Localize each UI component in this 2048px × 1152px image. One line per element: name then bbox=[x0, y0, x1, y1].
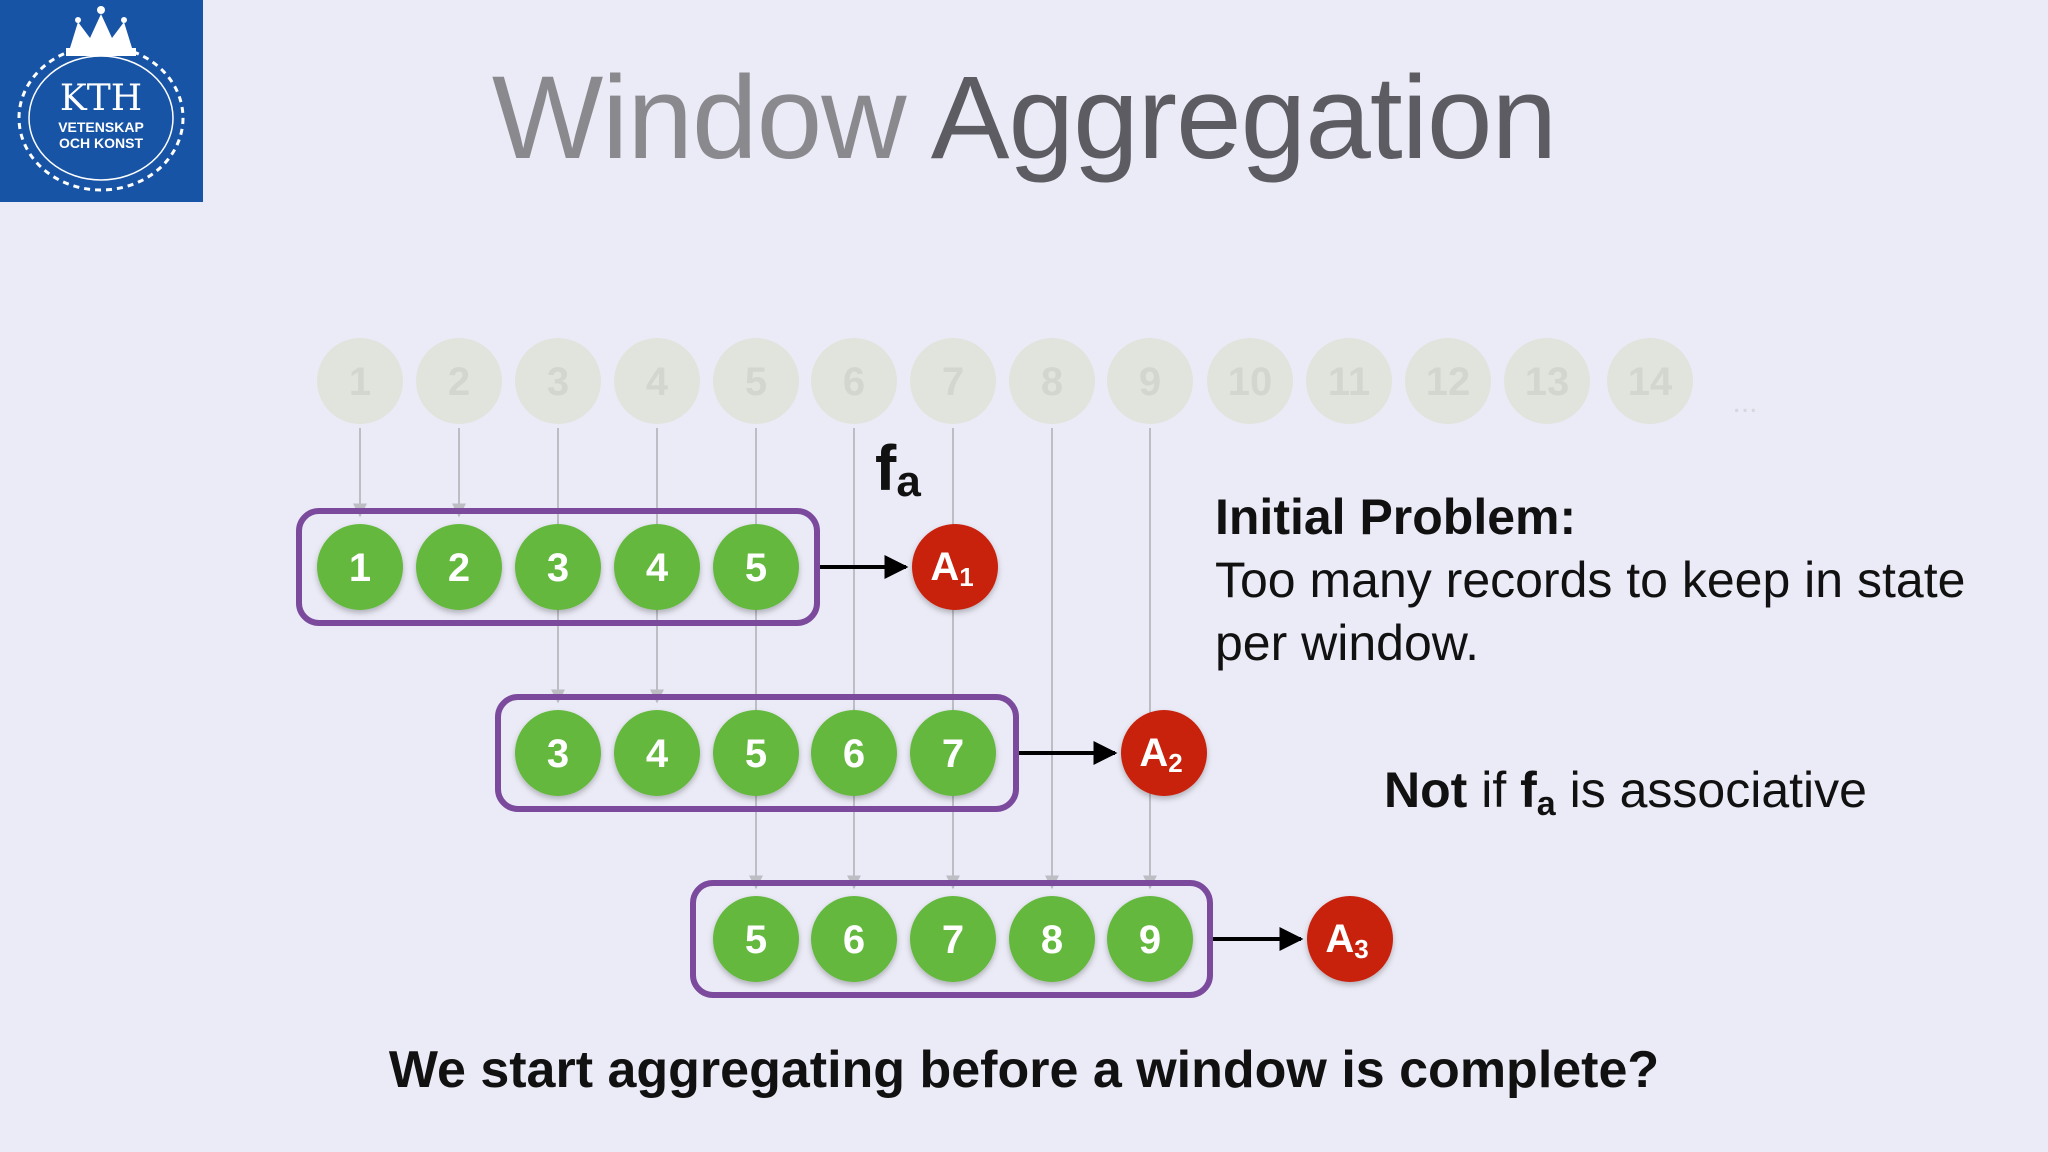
note-f-sub: a bbox=[1536, 785, 1556, 823]
stream-item bbox=[1405, 338, 1491, 424]
stream-item bbox=[1009, 338, 1095, 424]
stream-item bbox=[1306, 338, 1392, 424]
window-item bbox=[811, 896, 897, 982]
window-item-label: 6 bbox=[843, 918, 865, 962]
stream-item-label: 12 bbox=[1426, 360, 1471, 404]
window-item bbox=[910, 896, 996, 982]
stream-item-label: 1 bbox=[349, 360, 371, 404]
stream-item-label: 13 bbox=[1525, 360, 1570, 404]
windows: 1 2 3 4 5 A1 3 4 5 6 7 A2 5 6 7 8 9 A3 bbox=[296, 508, 1393, 998]
stream-ellipsis: ... bbox=[1732, 386, 1757, 419]
window-frame bbox=[690, 880, 1213, 998]
stream-item bbox=[1107, 338, 1193, 424]
logo-line2: OCH KONST bbox=[59, 135, 143, 151]
problem-heading: Initial Problem: bbox=[1215, 489, 1577, 545]
result-label: A1 bbox=[930, 545, 973, 592]
stream-arrows bbox=[353, 428, 1157, 890]
stream-item-label: 8 bbox=[1041, 360, 1063, 404]
result-label: A3 bbox=[1325, 917, 1368, 964]
window-item-label: 3 bbox=[547, 546, 569, 590]
title-part2: Aggregation bbox=[930, 52, 1557, 184]
window-item bbox=[1107, 896, 1193, 982]
stream-item-label: 7 bbox=[942, 360, 964, 404]
kth-logo: KTH VETENSKAP OCH KONST bbox=[0, 0, 203, 202]
note-if: if bbox=[1481, 762, 1507, 818]
note-rest: is associative bbox=[1569, 762, 1867, 818]
window-item bbox=[713, 524, 799, 610]
window-item bbox=[416, 524, 502, 610]
associative-note: Not if fa is associative bbox=[1384, 758, 1867, 828]
problem-box: Initial Problem: Too many records to kee… bbox=[1215, 486, 2045, 675]
window-item bbox=[713, 710, 799, 796]
stream-item-label: 2 bbox=[448, 360, 470, 404]
window-item bbox=[1009, 896, 1095, 982]
stream-item-label: 10 bbox=[1228, 360, 1273, 404]
stream-item-label: 14 bbox=[1628, 360, 1673, 404]
window-item bbox=[713, 896, 799, 982]
window-item bbox=[317, 524, 403, 610]
window-item-label: 5 bbox=[745, 732, 767, 776]
window-item bbox=[811, 710, 897, 796]
window-item-label: 7 bbox=[942, 732, 964, 776]
stream-item bbox=[811, 338, 897, 424]
window-item bbox=[614, 524, 700, 610]
stream-item bbox=[910, 338, 996, 424]
window-item-label: 9 bbox=[1139, 918, 1161, 962]
logo-name: KTH bbox=[60, 78, 142, 119]
window-item-label: 6 bbox=[843, 732, 865, 776]
function-label: fa bbox=[875, 432, 921, 506]
note-f: f bbox=[1520, 762, 1537, 818]
stream-item-label: 6 bbox=[843, 360, 865, 404]
question-text: We start aggregating before a window is … bbox=[388, 1041, 1660, 1099]
stream-item bbox=[713, 338, 799, 424]
stream-item bbox=[317, 338, 403, 424]
window-item bbox=[910, 710, 996, 796]
stream-item bbox=[1504, 338, 1590, 424]
result-node bbox=[1307, 896, 1393, 982]
problem-body: Too many records to keep in state per wi… bbox=[1215, 552, 1966, 671]
title-part1: Window bbox=[491, 52, 907, 184]
window-item-label: 4 bbox=[646, 732, 669, 776]
function-label-main: f bbox=[875, 432, 897, 504]
result-node bbox=[1121, 710, 1207, 796]
window-item-label: 4 bbox=[646, 546, 669, 590]
stream-item-label: 11 bbox=[1328, 360, 1370, 404]
stream-item-label: 4 bbox=[646, 360, 669, 404]
note-not: Not bbox=[1384, 762, 1468, 818]
stream-item bbox=[614, 338, 700, 424]
window-item bbox=[515, 524, 601, 610]
stream-item-label: 9 bbox=[1139, 360, 1161, 404]
logo-line1: VETENSKAP bbox=[58, 119, 144, 135]
window-item-label: 1 bbox=[349, 546, 371, 590]
stream-item-label: 3 bbox=[547, 360, 569, 404]
window-item-label: 7 bbox=[942, 918, 964, 962]
result-node bbox=[912, 524, 998, 610]
function-label-sub: a bbox=[896, 457, 921, 506]
stream-item-label: 5 bbox=[745, 360, 767, 404]
window-item bbox=[515, 710, 601, 796]
window-item-label: 8 bbox=[1041, 918, 1063, 962]
window-item-label: 2 bbox=[448, 546, 470, 590]
stream-item bbox=[1607, 338, 1693, 424]
stream-item bbox=[416, 338, 502, 424]
window-frame bbox=[495, 694, 1019, 812]
window-item-label: 5 bbox=[745, 546, 767, 590]
page-title: Window Aggregation bbox=[0, 48, 2048, 188]
window-frame bbox=[296, 508, 820, 626]
window-item-label: 5 bbox=[745, 918, 767, 962]
result-label: A2 bbox=[1139, 731, 1182, 778]
window-item bbox=[614, 710, 700, 796]
stream-item bbox=[515, 338, 601, 424]
stream-item bbox=[1207, 338, 1293, 424]
window-item-label: 3 bbox=[547, 732, 569, 776]
